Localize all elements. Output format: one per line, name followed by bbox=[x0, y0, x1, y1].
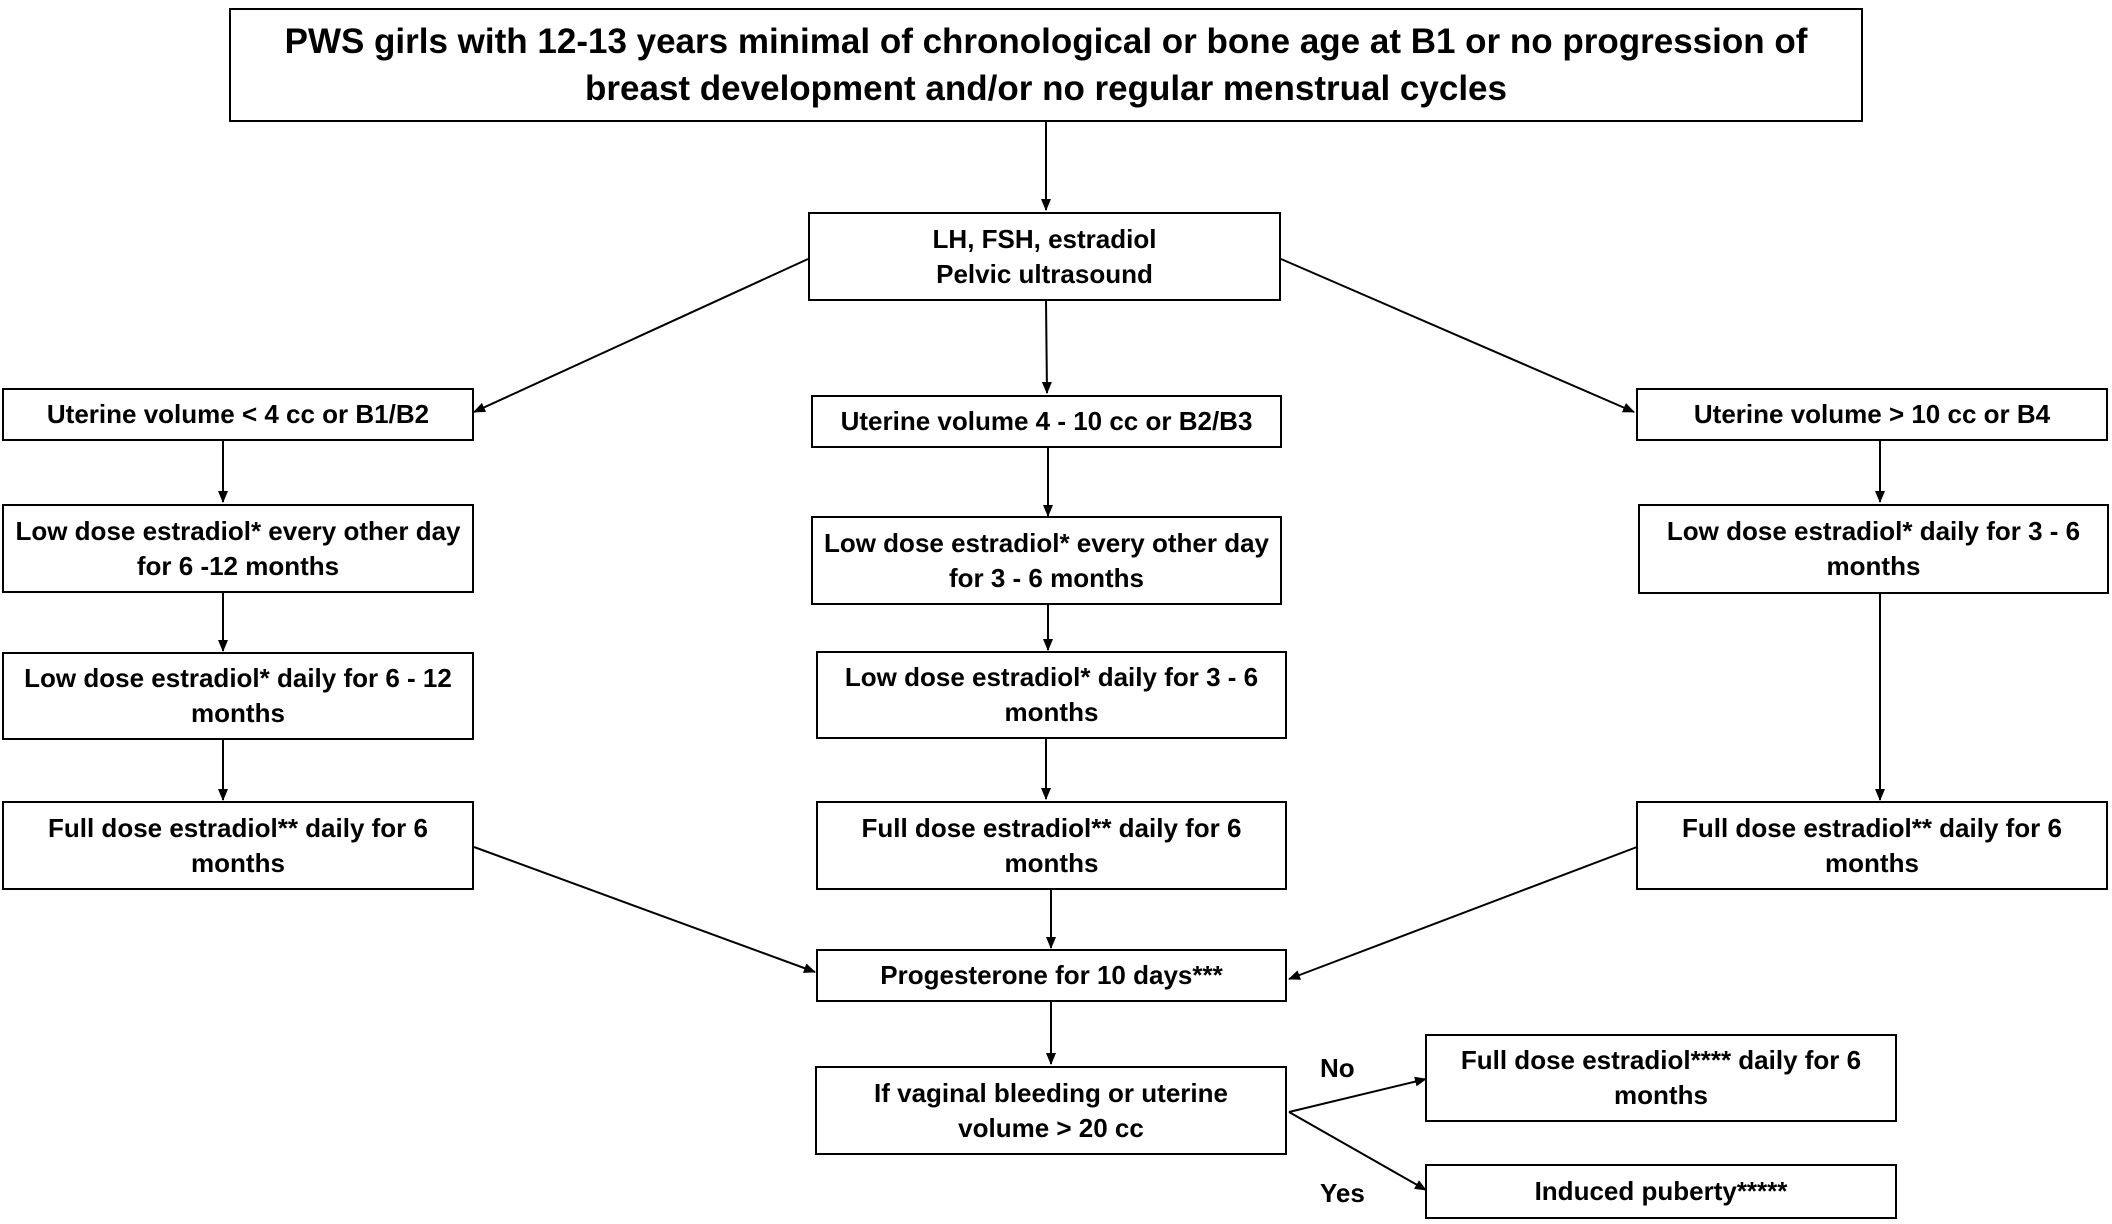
arrow-left-step3-to-progesterone bbox=[473, 846, 816, 973]
mid-step3-box: Full dose estradiol** daily for 6 months bbox=[816, 801, 1287, 890]
progesterone-box: Progesterone for 10 days*** bbox=[816, 949, 1287, 1002]
left-step2-box: Low dose estradiol* daily for 6 - 12 mon… bbox=[2, 652, 474, 740]
right-step1-box: Low dose estradiol* daily for 3 - 6 mont… bbox=[1638, 504, 2109, 594]
left-volume-box: Uterine volume < 4 cc or B1/B2 bbox=[2, 388, 474, 441]
arrow-labs-to-right-volume bbox=[1280, 258, 1635, 413]
bleeding-check-box: If vaginal bleeding or uterine volume > … bbox=[815, 1066, 1287, 1155]
arrow-labs-to-left-volume bbox=[473, 258, 809, 413]
no-label: No bbox=[1320, 1053, 1355, 1083]
mid-step2-box: Low dose estradiol* daily for 3 - 6 mont… bbox=[816, 651, 1287, 739]
labs-box: LH, FSH, estradiol Pelvic ultrasound bbox=[808, 212, 1281, 301]
arrow-bleeding-check-to-yes-outcome bbox=[1288, 1111, 1427, 1191]
yes-outcome-box: Induced puberty***** bbox=[1425, 1164, 1897, 1219]
title-box: PWS girls with 12-13 years minimal of ch… bbox=[229, 8, 1863, 122]
yes-label: Yes bbox=[1320, 1178, 1365, 1208]
arrow-right-step3-to-progesterone bbox=[1288, 846, 1638, 980]
left-step1-box: Low dose estradiol* every other day for … bbox=[2, 504, 474, 593]
arrow-labs-to-mid-volume bbox=[1041, 300, 1052, 394]
mid-volume-box: Uterine volume 4 - 10 cc or B2/B3 bbox=[811, 395, 1282, 448]
mid-step1-box: Low dose estradiol* every other day for … bbox=[811, 516, 1282, 605]
right-step3-box: Full dose estradiol** daily for 6 months bbox=[1636, 801, 2108, 890]
no-outcome-box: Full dose estradiol**** daily for 6 mont… bbox=[1425, 1034, 1897, 1122]
left-step3-box: Full dose estradiol** daily for 6 months bbox=[2, 801, 474, 890]
right-volume-box: Uterine volume > 10 cc or B4 bbox=[1636, 388, 2108, 441]
arrow-bleeding-check-to-no-outcome bbox=[1288, 1076, 1427, 1113]
